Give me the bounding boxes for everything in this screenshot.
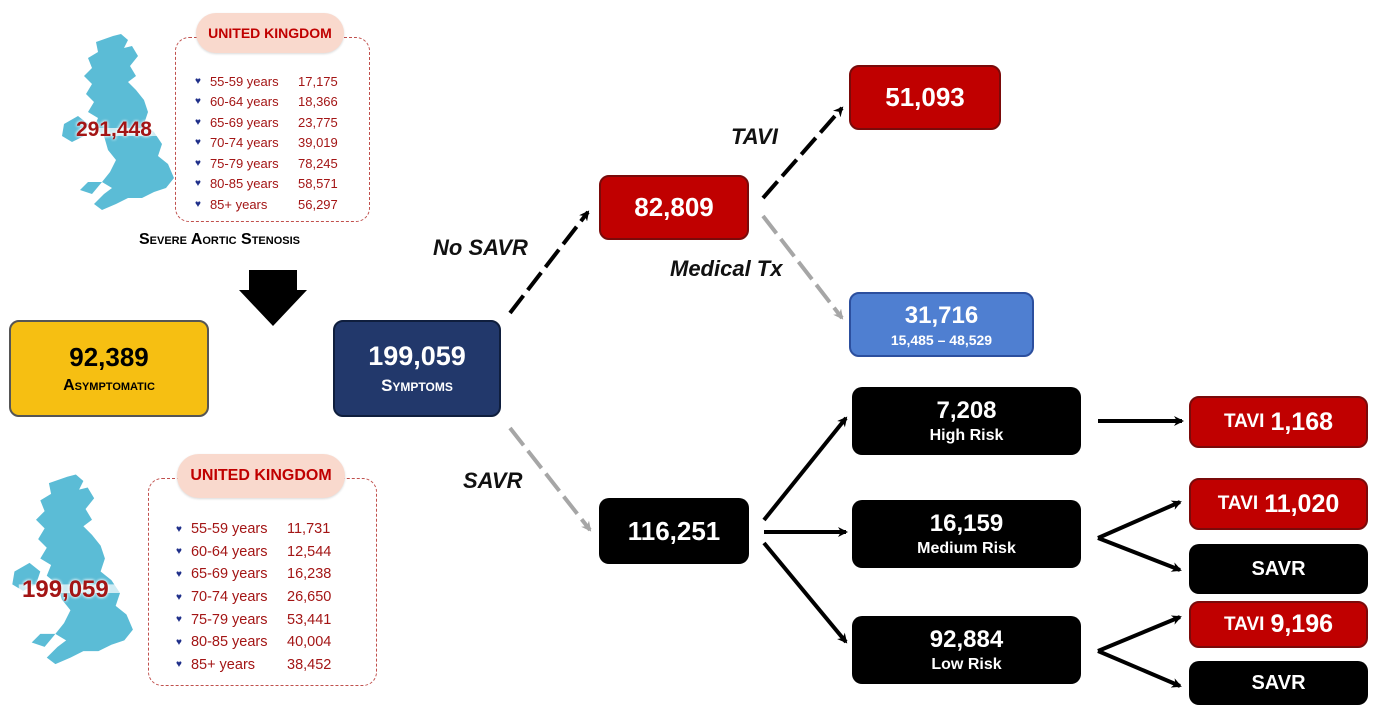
low-risk-tavi-prefix: TAVI xyxy=(1223,613,1265,635)
medium-risk-savr-label: SAVR xyxy=(1251,557,1306,580)
uk-bottom-panel xyxy=(148,478,377,686)
savr-label: SAVR xyxy=(463,468,523,493)
heart-icon: ♥ xyxy=(195,198,201,210)
heart-icon: ♥ xyxy=(195,157,201,169)
medical-tx-range: 15,485 – 48,529 xyxy=(890,331,993,348)
heart-icon: ♥ xyxy=(195,75,201,87)
low-risk-value: 92,884 xyxy=(929,626,1004,653)
high-risk-tavi-prefix: TAVI xyxy=(1223,411,1265,432)
arrow-medium-to-savr xyxy=(1097,536,1182,572)
heart-icon: ♥ xyxy=(176,659,182,671)
medium-risk-tavi-prefix: TAVI xyxy=(1217,493,1259,514)
heart-icon: ♥ xyxy=(176,591,182,603)
asymptomatic-box: 92,389 Asymptomatic xyxy=(9,320,209,417)
arrow-medium-to-tavi xyxy=(1097,500,1182,540)
uk-bottom-title: UNITED KINGDOM xyxy=(177,454,345,498)
heart-icon: ♥ xyxy=(195,96,201,108)
heart-icon: ♥ xyxy=(195,116,201,128)
arrow-savr-to-low xyxy=(762,541,848,644)
no-savr-value: 82,809 xyxy=(634,192,714,222)
arrow-savr-to-high xyxy=(762,416,848,522)
medical-tx-label: Medical Tx xyxy=(670,256,783,281)
low-risk-tavi-box: TAVI 9,196 xyxy=(1189,601,1368,648)
uk-map-top-icon xyxy=(62,34,180,210)
heart-icon: ♥ xyxy=(195,178,201,190)
asymptomatic-label: Asymptomatic xyxy=(63,377,155,394)
heart-icon: ♥ xyxy=(195,137,201,149)
arrow-symptoms-to-no-savr xyxy=(508,210,590,315)
low-risk-box: 92,884 Low Risk xyxy=(852,616,1081,684)
tavi-result-box: 51,093 xyxy=(849,65,1001,130)
high-risk-label: High Risk xyxy=(929,427,1004,444)
medium-risk-tavi-box: TAVI 11,020 xyxy=(1189,478,1368,530)
medium-risk-box: 16,159 Medium Risk xyxy=(852,500,1081,568)
uk-map-bottom-icon xyxy=(12,474,138,665)
heart-icon: ♥ xyxy=(176,636,182,648)
arrow-low-to-savr xyxy=(1097,649,1182,688)
arrow-low-to-tavi xyxy=(1097,615,1182,653)
low-risk-savr-label: SAVR xyxy=(1251,671,1306,694)
high-risk-tavi-box: TAVI 1,168 xyxy=(1189,396,1368,448)
symptoms-label: Symptoms xyxy=(381,376,453,395)
medium-risk-label: Medium Risk xyxy=(917,540,1016,557)
medical-tx-box: 31,716 15,485 – 48,529 xyxy=(849,292,1034,357)
low-risk-savr-box: SAVR xyxy=(1189,661,1368,705)
high-risk-value: 7,208 xyxy=(936,397,997,424)
severe-aortic-stenosis-caption: Severe Aortic Stenosis xyxy=(139,231,300,248)
arrow-symptoms-to-savr xyxy=(508,426,592,532)
asymptomatic-value: 92,389 xyxy=(69,342,149,372)
low-risk-label: Low Risk xyxy=(931,656,1002,673)
no-savr-label: No SAVR xyxy=(433,235,528,260)
savr-value: 116,251 xyxy=(627,515,721,546)
medium-risk-savr-box: SAVR xyxy=(1189,544,1368,594)
no-savr-box: 82,809 xyxy=(599,175,749,240)
medical-tx-value: 31,716 xyxy=(904,301,979,329)
arrow-no-savr-to-medical xyxy=(761,214,844,320)
heart-icon: ♥ xyxy=(176,614,182,626)
medium-risk-value: 16,159 xyxy=(929,510,1004,537)
symptoms-value: 199,059 xyxy=(368,341,466,371)
low-risk-tavi-value: 9,196 xyxy=(1270,610,1334,638)
uk-top-total: 291,448 xyxy=(76,118,152,141)
heart-icon: ♥ xyxy=(176,546,182,558)
uk-top-title: UNITED KINGDOM xyxy=(196,13,344,53)
uk-top-panel xyxy=(175,37,370,222)
arrow-no-savr-to-tavi xyxy=(761,106,844,200)
high-risk-box: 7,208 High Risk xyxy=(852,387,1081,455)
symptoms-box: 199,059 Symptoms xyxy=(333,320,501,417)
heart-icon: ♥ xyxy=(176,568,182,580)
down-arrow-icon xyxy=(239,270,307,326)
savr-box: 116,251 xyxy=(599,498,749,564)
tavi-result-value: 51,093 xyxy=(885,82,965,112)
heart-icon: ♥ xyxy=(176,523,182,535)
high-risk-tavi-value: 1,168 xyxy=(1270,407,1334,436)
medium-risk-tavi-value: 11,020 xyxy=(1264,489,1340,518)
uk-bottom-total: 199,059 xyxy=(22,576,109,603)
tavi-label: TAVI xyxy=(731,124,778,149)
